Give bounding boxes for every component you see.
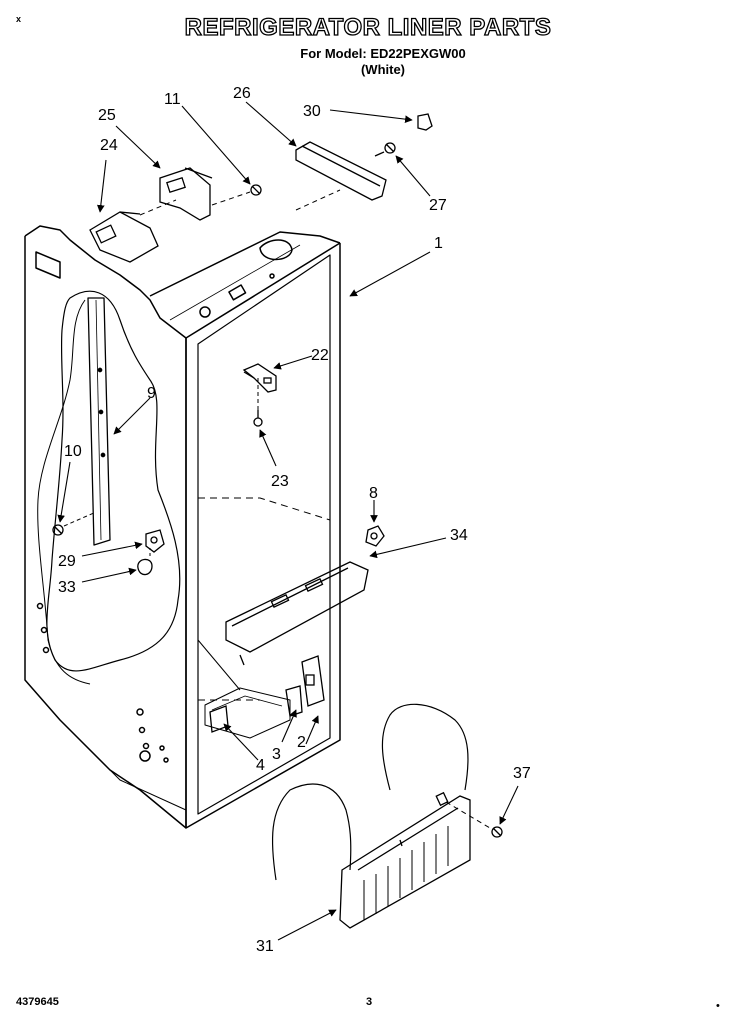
callout-37: 37	[513, 765, 531, 782]
part-26-dashed-link	[295, 189, 341, 211]
part-25-bracket	[159, 167, 213, 221]
part-27-screw	[374, 142, 396, 157]
callout-3: 3	[272, 746, 281, 763]
part-34-shelf	[225, 561, 369, 666]
part-11-screw	[250, 184, 262, 196]
part-24-control	[89, 211, 159, 263]
part-26-rail	[295, 141, 387, 201]
callout-2: 2	[297, 734, 306, 751]
part-30-clip	[417, 113, 433, 131]
callout-11: 11	[164, 91, 181, 108]
part-24-25-dashed-link	[139, 199, 177, 216]
corner-mark: x	[16, 14, 22, 24]
callout-23: 23	[271, 473, 289, 490]
callout-22: 22	[311, 347, 329, 364]
callout-1: 1	[434, 235, 443, 252]
part-31-heater	[271, 703, 471, 929]
callout-27: 27	[429, 197, 447, 214]
callout-10: 10	[64, 443, 82, 460]
document-number: 4379645	[16, 996, 59, 1008]
model-line: For Model: ED22PEXGW00	[300, 46, 466, 61]
part-10-link	[63, 511, 97, 527]
callout-31: 31	[256, 938, 274, 955]
callout-8: 8	[369, 485, 378, 502]
part-10-screw	[52, 524, 64, 536]
callout-9: 9	[147, 385, 156, 402]
part-2-bracket	[301, 655, 325, 707]
part-33-bulb	[137, 558, 153, 576]
callout-4: 4	[256, 757, 265, 774]
part-29-switch	[145, 529, 165, 553]
callout-30: 30	[303, 103, 321, 120]
callout-29: 29	[58, 553, 76, 570]
part-11-dashed-link	[211, 191, 251, 206]
part-22-bracket	[242, 363, 277, 393]
part-37-link	[445, 801, 491, 829]
callout-25: 25	[98, 107, 116, 124]
model-info: For Model: ED22PEXGW00 (White)	[0, 46, 736, 78]
callout-33: 33	[58, 579, 76, 596]
callout-24: 24	[100, 137, 118, 154]
liner-cabinet	[24, 225, 341, 829]
part-37-screw	[491, 826, 503, 838]
part-3-bracket	[285, 685, 303, 717]
color-line: (White)	[360, 62, 406, 77]
callout-26: 26	[233, 85, 251, 102]
part-23-screw	[253, 410, 263, 427]
callout-34: 34	[450, 527, 468, 544]
leader-lines	[57, 101, 519, 941]
corner-dot: •	[716, 1000, 720, 1012]
callout-labels: 1 2 3 4 8 9 10 11 22 23 24 25 26 27 29 3…	[58, 85, 531, 955]
part-8-cam	[365, 525, 385, 547]
page-number: 3	[366, 996, 373, 1008]
page-title: REFRIGERATOR LINER PARTS	[184, 13, 552, 41]
